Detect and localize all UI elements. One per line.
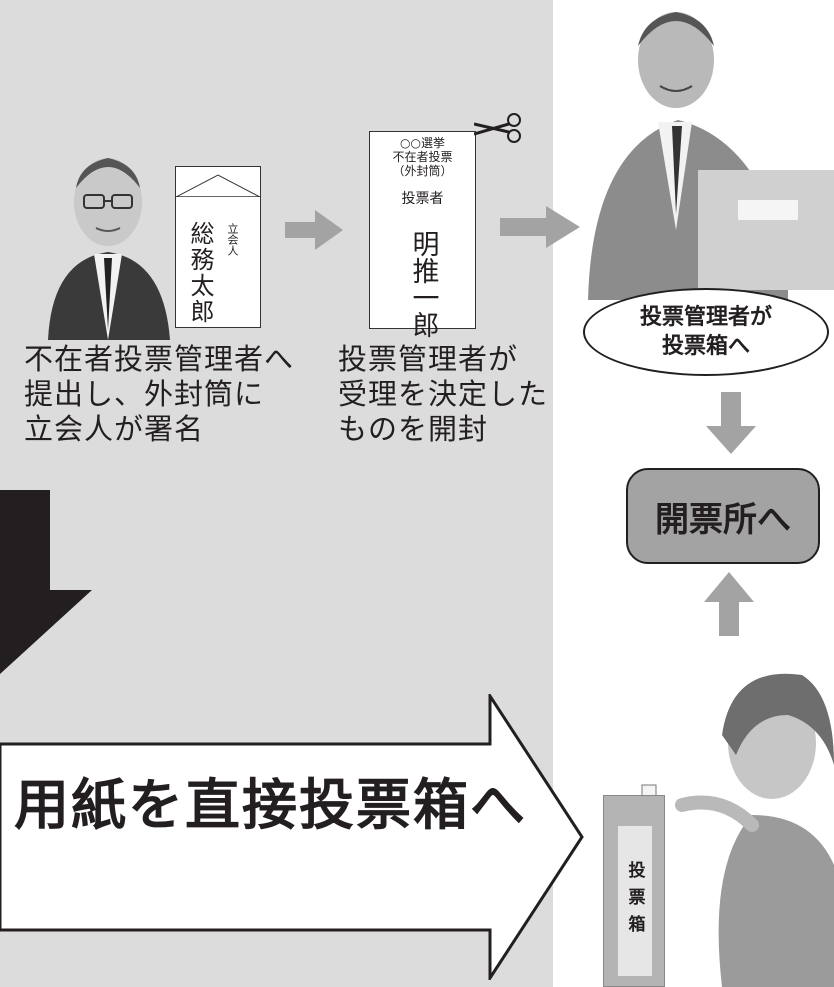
up-arrow	[704, 572, 754, 636]
flow-arrow-2	[500, 206, 580, 248]
opened-outer-envelope: ○○選挙 不在者投票 （外封筒） 投票者 明推一郎	[369, 131, 476, 338]
big-down-arrow	[0, 490, 92, 674]
caption-submit-envelope: 不在者投票管理者へ 提出し、外封筒に 立会人が署名	[24, 342, 295, 446]
scissors-icon	[474, 113, 521, 143]
envelope-header: ○○選挙 不在者投票 （外封筒）	[392, 136, 453, 178]
witness-signature: 総務太郎	[186, 221, 214, 325]
voter-label: 投票者	[401, 191, 444, 207]
ballot-manager-illustration	[588, 12, 834, 300]
to-counting-station-label: 開票所へ	[655, 499, 791, 540]
absentee-voter-man-illustration	[48, 158, 170, 340]
caption-accept-and-open: 投票管理者が 受理を決定した ものを開封	[338, 342, 549, 446]
to-ballot-box-label: 投票管理者が 投票箱へ	[583, 288, 829, 376]
sealed-outer-envelope: 立会人 総務太郎	[175, 166, 261, 328]
woman-voter-illustration	[641, 673, 834, 987]
direct-to-ballot-box-label: 用紙を直接投票箱へ	[14, 773, 528, 837]
ballot-box: 投票箱	[603, 795, 665, 987]
flow-arrow-1	[285, 210, 343, 250]
voter-name: 明推一郎	[407, 230, 439, 338]
to-counting-station-box: 開票所へ	[626, 468, 820, 564]
down-arrow	[706, 392, 756, 454]
witness-label: 立会人	[226, 223, 239, 256]
ballot-box-label: 投票箱	[618, 826, 652, 976]
envelope-flap	[176, 174, 260, 197]
big-right-arrow	[0, 694, 584, 980]
